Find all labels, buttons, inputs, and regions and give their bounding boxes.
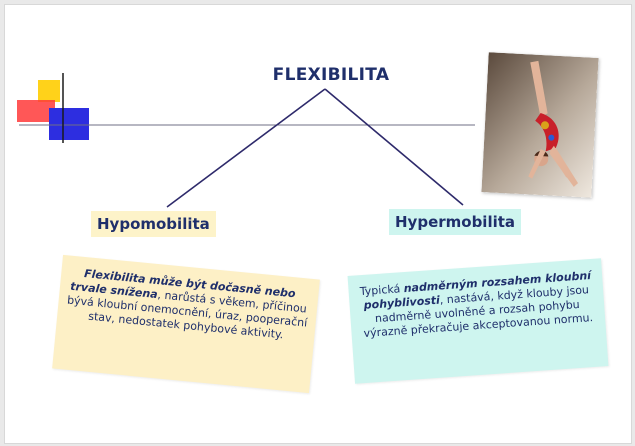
hypermobilita-note: Typická nadměrným rozsahem kloubní pohyb… xyxy=(347,258,609,384)
diagram-title: FLEXIBILITA xyxy=(272,65,390,85)
hypomobilita-label: Hypomobilita xyxy=(91,211,216,237)
connector-left xyxy=(166,88,326,208)
gymnast-photo-icon xyxy=(481,52,599,198)
hypermobilita-label: Hypermobilita xyxy=(389,209,522,235)
slide: FLEXIBILITA Hypomobilita Hypermobilita F… xyxy=(4,4,632,444)
red-square xyxy=(17,100,55,122)
decorative-squares xyxy=(17,73,475,208)
connector-right xyxy=(324,88,464,206)
yellow-square xyxy=(38,80,60,102)
blue-square xyxy=(49,108,89,140)
gymnast-photo xyxy=(481,52,599,198)
